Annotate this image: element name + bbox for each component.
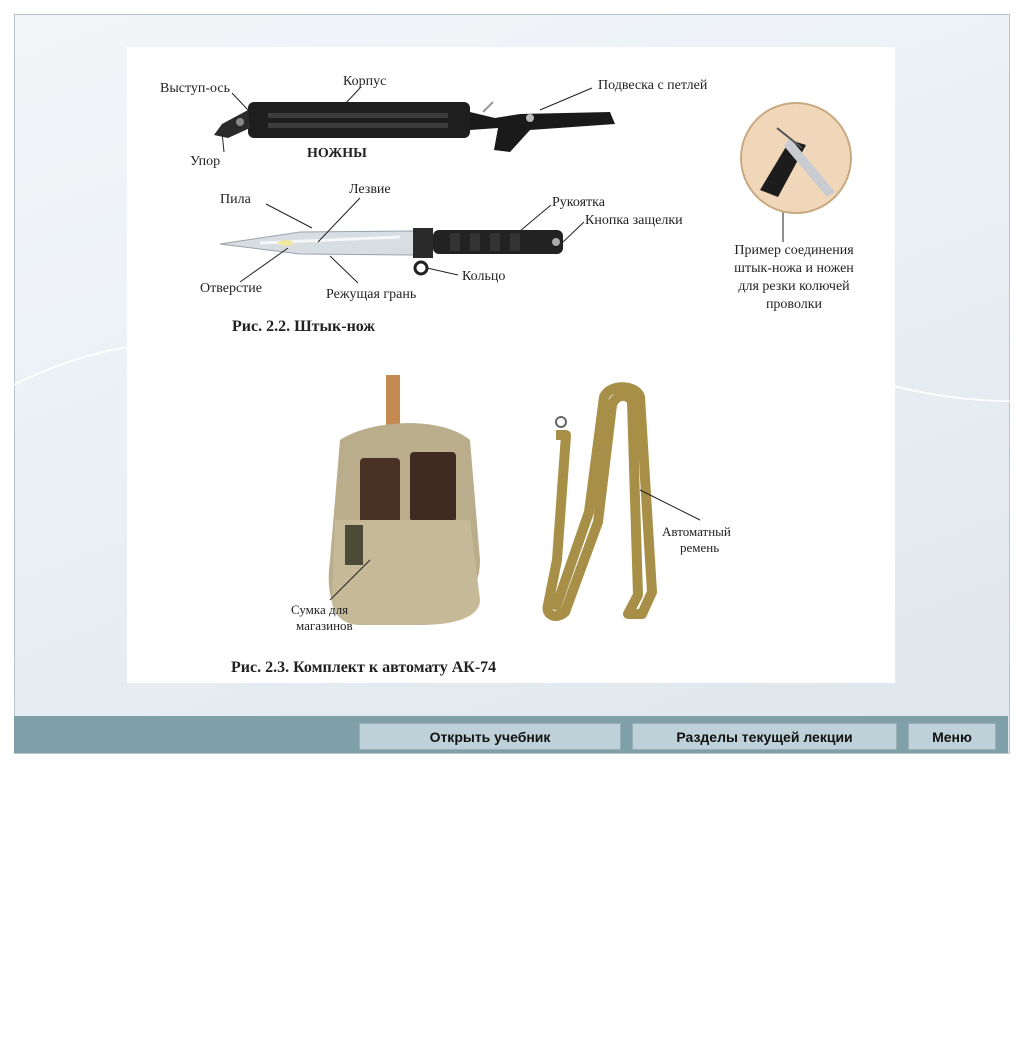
label-nozhny: НОЖНЫ: [307, 146, 367, 162]
label-sumka-line1: Сумка для: [291, 602, 348, 618]
label-sumka-line2: магазинов: [296, 618, 353, 634]
label-remen-line1: Автоматный: [662, 524, 731, 540]
menu-button[interactable]: Меню: [908, 723, 996, 750]
label-rukoyatka: Рукоятка: [552, 195, 605, 211]
figure-caption-1: Рис. 2.2. Штык-нож: [232, 319, 375, 335]
magazine-pouch-illustration: [329, 375, 480, 625]
figure-caption-2: Рис. 2.3. Комплект к автомату АК-74: [231, 660, 496, 676]
label-otverstie: Отверстие: [200, 281, 262, 297]
bayonet-illustration: [220, 228, 563, 274]
label-rezhuschaya: Режущая грань: [326, 287, 416, 303]
open-textbook-button[interactable]: Открыть учебник: [359, 723, 621, 750]
illustrations: [0, 0, 1024, 767]
example-circle-illustration: [741, 103, 851, 213]
label-pila: Пила: [220, 192, 251, 208]
label-kolco: Кольцо: [462, 269, 505, 285]
label-korpus: Корпус: [343, 74, 386, 90]
label-remen-line2: ремень: [680, 540, 719, 556]
example-text-line: Пример соединения: [714, 243, 874, 259]
label-vystup-os: Выступ-ось: [160, 81, 230, 97]
example-text-line: для резки колючей: [714, 279, 874, 295]
rifle-sling-illustration: [547, 387, 652, 616]
label-podveska: Подвеска с петлей: [598, 78, 707, 94]
label-upor: Упор: [190, 154, 220, 170]
label-lezvie: Лезвие: [349, 182, 391, 198]
label-knopka: Кнопка защелки: [585, 213, 683, 229]
scabbard-illustration: [214, 102, 615, 152]
example-text-line: проволки: [714, 297, 874, 313]
lecture-sections-button[interactable]: Разделы текущей лекции: [632, 723, 897, 750]
example-text-line: штык-ножа и ножен: [714, 261, 874, 277]
